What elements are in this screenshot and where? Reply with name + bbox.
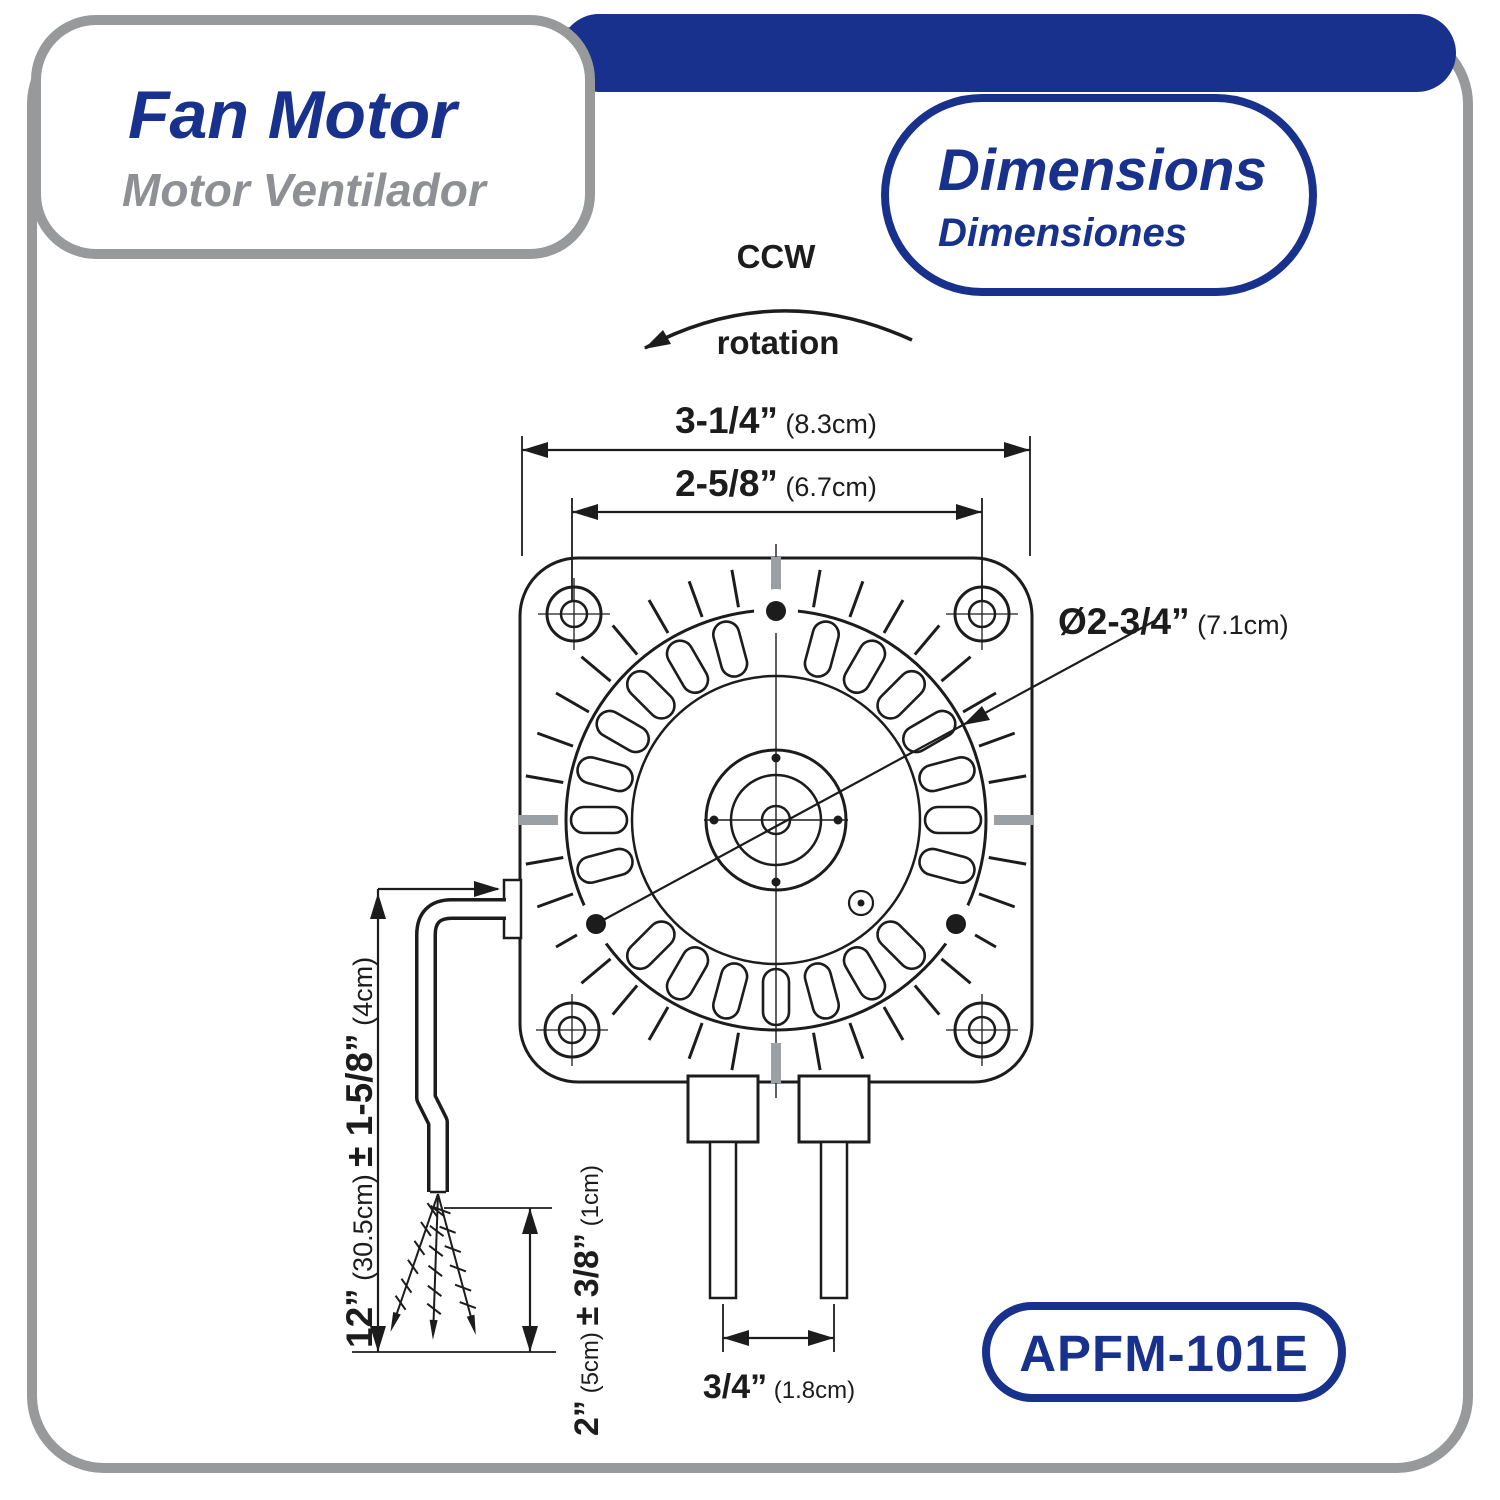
- dim-arrow-icon: [522, 442, 548, 458]
- rotation-arrow-arc: [644, 309, 913, 350]
- dim-arrow-icon: [723, 1330, 749, 1346]
- dim-arrow-icon: [370, 1326, 386, 1352]
- dim-outer-width: 3-1/4” (8.3cm): [521, 400, 1031, 556]
- title-box: Fan Motor Motor Ventilador: [31, 15, 595, 259]
- dim-arrow-icon: [808, 1330, 834, 1346]
- dimensions-badge: Dimensions Dimensiones: [881, 94, 1317, 296]
- dim-diameter-label: Ø2-3/4” (7.1cm): [1058, 601, 1289, 642]
- alignment-marks: [518, 557, 1034, 1083]
- model-badge: APFM-101E: [982, 1302, 1346, 1402]
- bolt-circle-dots: [574, 589, 978, 946]
- dimensions-badge-outline: [881, 94, 1317, 296]
- dimensions-badge-subtitle: Dimensiones: [938, 211, 1187, 255]
- title-box-outline: [31, 15, 595, 259]
- corner-screw-holes: [536, 578, 1018, 1066]
- wire-grommet: [502, 878, 523, 940]
- dim-arrow-icon: [370, 893, 386, 919]
- rotation-arrow-head-icon: [644, 330, 671, 349]
- dim-pin-spacing-label: 3/4” (1.8cm): [703, 1368, 855, 1406]
- dim-strip-length-label: 2” (5cm) ± 3/8” (1cm): [568, 1165, 606, 1436]
- dim-inner-width-label: 2-5/8” (6.7cm): [675, 463, 877, 504]
- rotation-direction-label: CCW: [737, 238, 817, 275]
- dim-wire-length: 12” (30.5cm) ± 1-5/8” (4cm): [339, 881, 556, 1353]
- dim-arrow-icon: [1004, 442, 1030, 458]
- dimensions-badge-title: Dimensions: [938, 138, 1267, 203]
- lead-wire: [382, 878, 523, 1342]
- dim-pin-spacing: 3/4” (1.8cm): [703, 1304, 855, 1406]
- model-number: APFM-101E: [1019, 1325, 1309, 1382]
- dim-arrow-icon: [522, 1326, 538, 1352]
- dim-arrow-icon: [572, 504, 598, 520]
- dim-arrow-icon: [474, 881, 500, 897]
- dim-diameter: Ø2-3/4” (7.1cm): [595, 601, 1289, 925]
- rotation-label: rotation: [717, 324, 840, 361]
- stripped-conductors: [382, 1190, 484, 1342]
- terminal-pins: [686, 1074, 871, 1300]
- rotation-indicator: CCW rotation: [644, 238, 913, 361]
- header-bar: [560, 14, 1456, 92]
- page-title: Fan Motor: [128, 77, 460, 153]
- dim-wire-length-label: 12” (30.5cm) ± 1-5/8” (4cm): [339, 957, 380, 1348]
- dim-inner-width: 2-5/8” (6.7cm): [571, 463, 983, 600]
- model-badge-outline: [982, 1302, 1346, 1402]
- dim-strip-length: 2” (5cm) ± 3/8” (1cm): [444, 1165, 606, 1436]
- dim-outer-width-label: 3-1/4” (8.3cm): [675, 400, 877, 441]
- dim-arrow-icon: [956, 504, 982, 520]
- dim-arrow-icon: [963, 706, 990, 725]
- motor-front-view: [382, 544, 1034, 1342]
- dim-arrow-icon: [522, 1208, 538, 1234]
- page-subtitle: Motor Ventilador: [122, 164, 488, 216]
